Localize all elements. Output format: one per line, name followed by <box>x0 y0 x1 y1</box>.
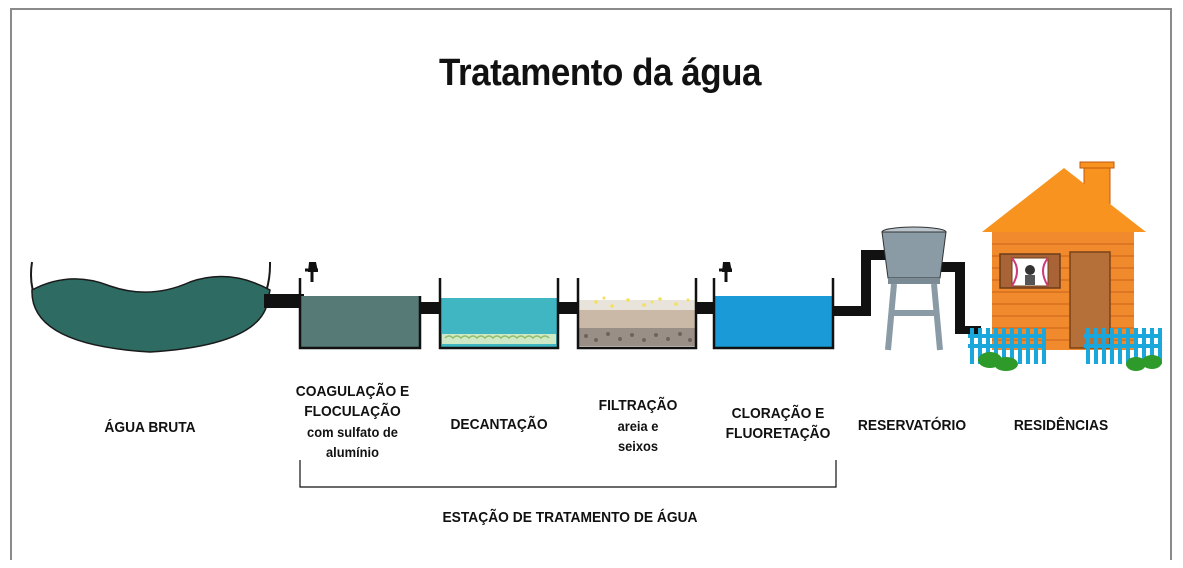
coagulation-tank <box>298 262 422 350</box>
fences <box>968 328 1162 364</box>
label-filtracao: FILTRAÇÃO areia e seixos <box>598 397 678 454</box>
label-cloracao: CLORAÇÃO E FLUORETAÇÃO <box>725 405 831 442</box>
chlorination-tank <box>712 262 835 350</box>
label-estacao-tratamento: ESTAÇÃO DE TRATAMENTO DE ÁGUA <box>442 509 698 526</box>
treatment-station-bracket <box>299 460 837 488</box>
label-decantacao: DECANTAÇÃO <box>450 416 548 433</box>
house <box>982 161 1146 350</box>
reservoir-tower <box>881 226 947 351</box>
raw-water-basin <box>30 261 272 353</box>
filtration-tank <box>576 278 698 350</box>
bushes <box>978 352 1162 371</box>
label-agua-bruta: ÁGUA BRUTA <box>104 419 196 436</box>
label-residencias: RESIDÊNCIAS <box>1013 417 1109 434</box>
label-coagulacao: COAGULAÇÃO E FLOCULAÇÃO com sulfato de a… <box>295 383 410 460</box>
frame-edge <box>1170 8 1172 560</box>
pipes <box>264 250 981 334</box>
diagram-title: Tratamento da água <box>439 52 761 94</box>
label-reservatorio: RESERVATÓRIO <box>857 417 967 434</box>
decantation-tank <box>438 278 560 350</box>
